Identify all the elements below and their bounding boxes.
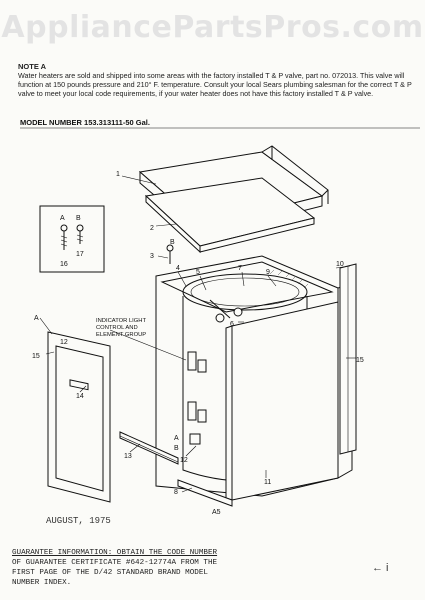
note-a: NOTE A Water heaters are sold and shippe… (18, 62, 423, 98)
screw-a-icon (60, 224, 68, 250)
callout-a-bottom: A (174, 435, 179, 442)
access-panel-part (47, 331, 111, 503)
insulation-pad-part (144, 177, 316, 254)
callout-9: 9 (266, 269, 270, 276)
top-screw-icon (166, 244, 174, 264)
callout-14: 14 (76, 393, 84, 400)
callout-17: 17 (76, 251, 84, 258)
base-strip-part (177, 479, 233, 507)
footer-line-4: NUMBER INDEX. (12, 579, 72, 587)
guarantee-information: GUARANTEE INFORMATION: OBTAIN THE CODE N… (12, 548, 312, 588)
leader-lines (39, 175, 356, 493)
footer-line-3: FIRST PAGE OF THE D/42 STANDARD BRAND MO… (12, 569, 208, 577)
watermark-logo: AppliancePartsPros.com (1, 10, 424, 45)
callout-a-side: A (34, 315, 39, 322)
control-label: CONTROL AND (96, 325, 138, 331)
note-body: Water heaters are sold and shipped into … (18, 71, 412, 98)
model-number: MODEL NUMBER 153.313111-50 Gal. (20, 118, 150, 127)
callout-6: 6 (230, 321, 234, 328)
screw-b-icon (76, 224, 84, 244)
front-door-panel (225, 301, 339, 501)
callout-b-bottom: B (174, 445, 179, 452)
element-group-label: ELEMENT GROUP (96, 332, 146, 338)
callout-2: 2 (150, 225, 154, 232)
revision-date: AUGUST, 1975 (46, 516, 111, 526)
callout-1: 1 (116, 171, 120, 178)
callout-16: 16 (60, 261, 68, 268)
callout-15: 15 (32, 353, 40, 360)
indicator-light-label: INDICATOR LIGHT (96, 318, 146, 324)
inset-label-b: B (76, 215, 81, 222)
callout-a5: A5 (212, 509, 221, 516)
screw-inset (39, 205, 105, 273)
callout-10: 10 (336, 261, 344, 268)
callout-7: 7 (238, 265, 242, 272)
callout-13: 13 (124, 453, 132, 460)
callout-3: 3 (150, 253, 154, 260)
margin-mark: ← i (372, 562, 389, 574)
note-heading: NOTE A (18, 62, 47, 71)
callout-5: 5 (196, 269, 200, 276)
footer-line-1: GUARANTEE INFORMATION: OBTAIN THE CODE N… (12, 549, 218, 557)
callout-11: 11 (264, 479, 271, 486)
side-panel-part (339, 263, 357, 455)
footer-line-2: OF GUARANTEE CERTIFICATE #642-12774A FRO… (12, 559, 218, 567)
bottom-trim-part (119, 431, 179, 465)
callout-12: 12 (60, 339, 68, 346)
callout-12-bottom: 12 (180, 457, 188, 464)
callout-15-right: 15 (356, 357, 364, 364)
control-element-group (187, 299, 243, 445)
callout-8: 8 (174, 489, 178, 496)
inset-label-a: A (60, 215, 65, 222)
callout-b-top: B (170, 239, 175, 246)
callout-4: 4 (176, 265, 180, 272)
